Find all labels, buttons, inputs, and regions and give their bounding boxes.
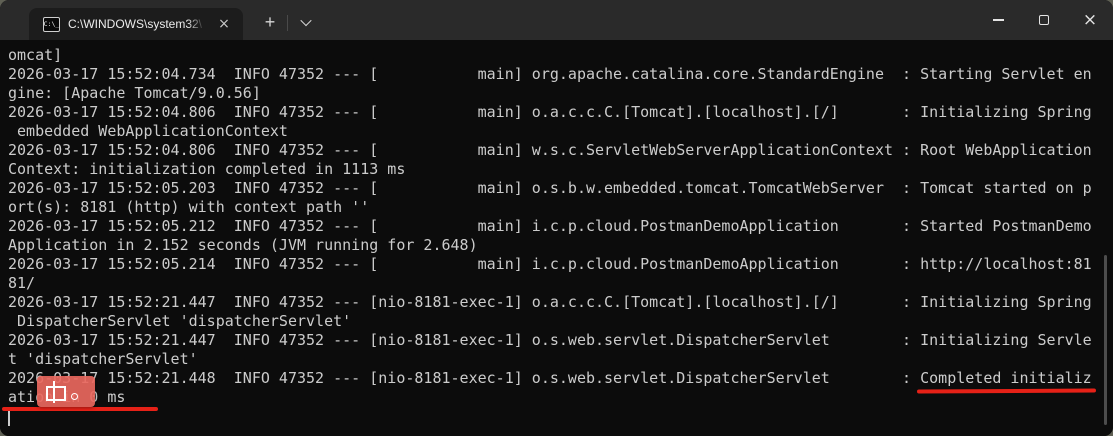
- terminal-line: 81/: [8, 274, 36, 292]
- terminal-line: Application in 2.152 seconds (JVM runnin…: [8, 236, 478, 254]
- terminal-line: 2026-03-17 15:52:04.734 INFO 47352 --- […: [8, 65, 1092, 83]
- ideographic-period-icon: [71, 393, 78, 400]
- plus-icon: +: [264, 12, 276, 32]
- terminal-line: 2026-03-17 15:52:21.448 INFO 47352 --- […: [8, 369, 1092, 387]
- terminal-line: 2026-03-17 15:52:21.447 INFO 47352 --- […: [8, 293, 1092, 311]
- cmd-icon-text: C:\_: [43, 19, 60, 28]
- ime-mode-badge: [37, 376, 95, 407]
- tab-dropdown-button[interactable]: [291, 8, 321, 36]
- maximize-button[interactable]: [1021, 0, 1067, 40]
- terminal-line: DispatcherServlet 'dispatcherServlet': [8, 312, 352, 330]
- text-cursor: [8, 410, 10, 426]
- terminal-line: embedded WebApplicationContext: [8, 122, 288, 140]
- tab-close-button[interactable]: ×: [213, 13, 235, 35]
- terminal-line: 2026-03-17 15:52:21.447 INFO 47352 --- […: [8, 331, 1092, 349]
- close-icon: ×: [218, 16, 230, 32]
- terminal-line: ort(s): 8181 (http) with context path '': [8, 198, 370, 216]
- tab-bar-separator: [287, 15, 288, 31]
- terminal-line: t 'dispatcherServlet': [8, 350, 198, 368]
- terminal-line: 2026-03-17 15:52:05.203 INFO 47352 --- […: [8, 179, 1092, 197]
- cmd-window-icon: C:\_: [43, 16, 60, 32]
- terminal-line: 2026-03-17 15:52:04.806 INFO 47352 --- […: [8, 103, 1092, 121]
- minimize-icon: [992, 19, 1004, 21]
- close-icon: ×: [1082, 9, 1098, 30]
- new-tab-button[interactable]: +: [256, 8, 284, 36]
- scrollbar-thumb[interactable]: [1104, 255, 1107, 425]
- chinese-mode-icon: [46, 380, 66, 403]
- title-bar: C:\_ C:\WINDOWS\system32\cmd. × + ×: [0, 0, 1113, 40]
- annotation-underline-left: [2, 407, 158, 411]
- terminal-line: omcat]: [8, 46, 63, 64]
- terminal-line: 2026-03-17 15:52:05.214 INFO 47352 --- […: [8, 255, 1092, 273]
- terminal-line: gine: [Apache Tomcat/9.0.56]: [8, 84, 261, 102]
- close-button[interactable]: ×: [1067, 0, 1113, 40]
- minimize-button[interactable]: [975, 0, 1021, 40]
- terminal-viewport[interactable]: omcat]2026-03-17 15:52:04.734 INFO 47352…: [0, 40, 1113, 436]
- terminal-line: 2026-03-17 15:52:04.806 INFO 47352 --- […: [8, 141, 1092, 159]
- terminal-line: Context: initialization completed in 111…: [8, 160, 406, 178]
- maximize-icon: [1039, 15, 1049, 25]
- terminal-output: omcat]2026-03-17 15:52:04.734 INFO 47352…: [8, 46, 1113, 407]
- tab-cmd[interactable]: C:\_ C:\WINDOWS\system32\cmd. ×: [29, 8, 243, 40]
- chevron-down-icon: [300, 14, 312, 27]
- tab-title: C:\WINDOWS\system32\cmd.: [68, 17, 202, 31]
- terminal-line: 2026-03-17 15:52:05.212 INFO 47352 --- […: [8, 217, 1092, 235]
